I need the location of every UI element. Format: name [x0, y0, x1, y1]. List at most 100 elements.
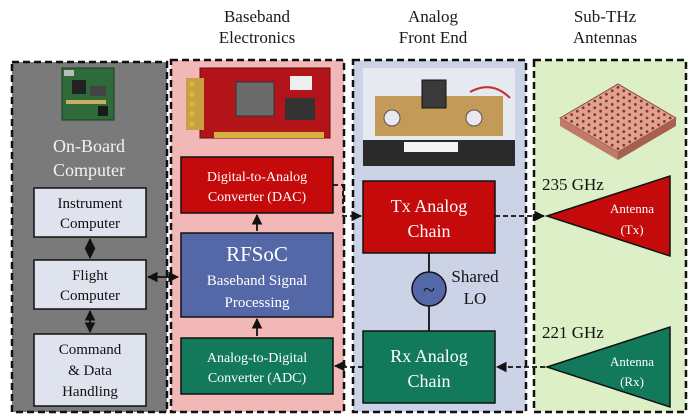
antenna-array-element	[576, 109, 579, 113]
flight-computer-block: Flight Computer	[33, 259, 147, 310]
adc-line1: Analog-to-Digital	[207, 351, 307, 366]
antenna-array-element	[639, 133, 643, 137]
antenna-array-element	[616, 99, 620, 103]
dac-line2: Converter (DAC)	[208, 190, 307, 205]
antenna-array-image	[559, 83, 677, 160]
antenna-array-element	[576, 123, 579, 127]
antenna-array-element	[634, 116, 637, 120]
antenna-array-element	[622, 143, 626, 147]
antenna-array-element	[581, 126, 585, 130]
antenna-array-element	[622, 123, 626, 127]
antenna-array-element	[616, 92, 620, 96]
antenna-array-element	[645, 103, 649, 106]
adc-line2: Converter (ADC)	[208, 371, 307, 386]
antenna-array-element	[645, 130, 649, 134]
antenna-array-element	[622, 89, 626, 93]
antenna-array-element	[587, 109, 591, 113]
rx-chain-line2: Chain	[408, 371, 451, 391]
antenna-array-element	[593, 133, 597, 137]
instrument-computer-line1: Instrument	[58, 196, 124, 212]
antenna-array-element	[628, 140, 631, 144]
arrow-dac-to-tx	[333, 184, 363, 222]
antenna-array-element	[634, 103, 637, 106]
antenna-array-element	[605, 126, 608, 130]
antenna-array-element	[628, 92, 631, 96]
antenna-array-element	[616, 140, 620, 144]
antenna-array-element	[610, 109, 614, 113]
antenna-array-element	[581, 120, 585, 123]
antenna-array-element	[616, 120, 620, 123]
antenna-array-element	[622, 96, 626, 99]
tx-antenna-horn-icon: Antenna (Tx)	[544, 174, 671, 258]
antenna-array-element	[634, 123, 637, 127]
antenna-array-element	[610, 103, 614, 106]
rfsoc-board-image	[186, 67, 331, 139]
antenna-array-element	[605, 120, 608, 123]
antenna-array-element	[634, 109, 637, 113]
rfsoc-block: RFSoC Baseband Signal Processing	[180, 232, 334, 318]
dac-line1: Digital-to-Analog	[207, 170, 307, 185]
antenna-array-element	[605, 113, 608, 116]
adc-block: Analog-to-Digital Converter (ADC)	[180, 337, 334, 395]
antenna-array-element	[628, 133, 631, 137]
antenna-array-element	[599, 130, 602, 134]
antenna-array-element	[593, 99, 597, 103]
antenna-array-element	[605, 140, 608, 144]
header-baseband-line1: Baseband	[224, 7, 291, 26]
antenna-array-element	[663, 120, 666, 123]
antenna-array-element	[634, 96, 637, 99]
antenna-array-element	[616, 106, 620, 110]
antenna-array-element	[599, 96, 602, 99]
antenna-array-element	[616, 113, 620, 116]
antenna-array-element	[616, 133, 620, 137]
antenna-array-element	[616, 147, 620, 151]
antenna-array-element	[599, 103, 602, 106]
antenna-array-element	[668, 116, 672, 120]
cdh-line3: Handling	[62, 384, 118, 400]
tx-chain-line2: Chain	[408, 221, 451, 241]
antenna-array-element	[651, 126, 655, 130]
antenna-array-element	[639, 106, 643, 110]
antenna-array-element	[622, 109, 626, 113]
command-data-handling-block: Command & Data Handling	[33, 333, 147, 407]
onboard-title-line1: On-Board	[53, 136, 125, 156]
antenna-array-element	[657, 116, 660, 120]
header-baseband-line2: Electronics	[219, 28, 295, 47]
antenna-array-element	[657, 123, 660, 127]
antenna-array-element	[570, 120, 573, 123]
antenna-array-element	[628, 126, 631, 130]
instrument-computer-block: Instrument Computer	[33, 187, 147, 238]
antenna-array-element	[599, 137, 602, 140]
antenna-array-element	[593, 120, 597, 123]
tx-antenna-label-line2: (Tx)	[620, 222, 643, 237]
rx-frequency-label: 221 GHz	[542, 323, 604, 342]
antenna-array-element	[593, 106, 597, 110]
antenna-array-element	[593, 126, 597, 130]
antenna-array-element	[651, 120, 655, 123]
onboard-title-line2: Computer	[53, 160, 125, 180]
antenna-array-element	[605, 133, 608, 137]
antenna-array-element	[587, 103, 591, 106]
antenna-array-element	[663, 113, 666, 116]
onboard-computer-board-image	[61, 67, 115, 121]
rx-antenna-label-line1: Antenna	[610, 354, 654, 369]
antenna-array-element	[639, 113, 643, 116]
antenna-array-element	[599, 123, 602, 127]
antenna-array-element	[581, 113, 585, 116]
antenna-array-element	[651, 113, 655, 116]
shared-lo-label-line2: LO	[464, 289, 487, 308]
antenna-array-element	[610, 137, 614, 140]
antenna-array-element	[587, 116, 591, 120]
header-antennas-line2: Antennas	[573, 28, 637, 47]
antenna-array-element	[645, 109, 649, 113]
tx-antenna-label-line1: Antenna	[610, 201, 654, 216]
antenna-array-element	[610, 143, 614, 147]
tx-chain-line1: Tx Analog	[391, 196, 468, 216]
antenna-array-element	[651, 106, 655, 110]
antenna-array-element	[605, 92, 608, 96]
lo-symbol: ~	[423, 277, 435, 302]
antenna-array-element	[581, 106, 585, 110]
antenna-array-element	[610, 96, 614, 99]
antenna-array-element	[628, 99, 631, 103]
instrument-computer-line2: Computer	[60, 216, 120, 232]
